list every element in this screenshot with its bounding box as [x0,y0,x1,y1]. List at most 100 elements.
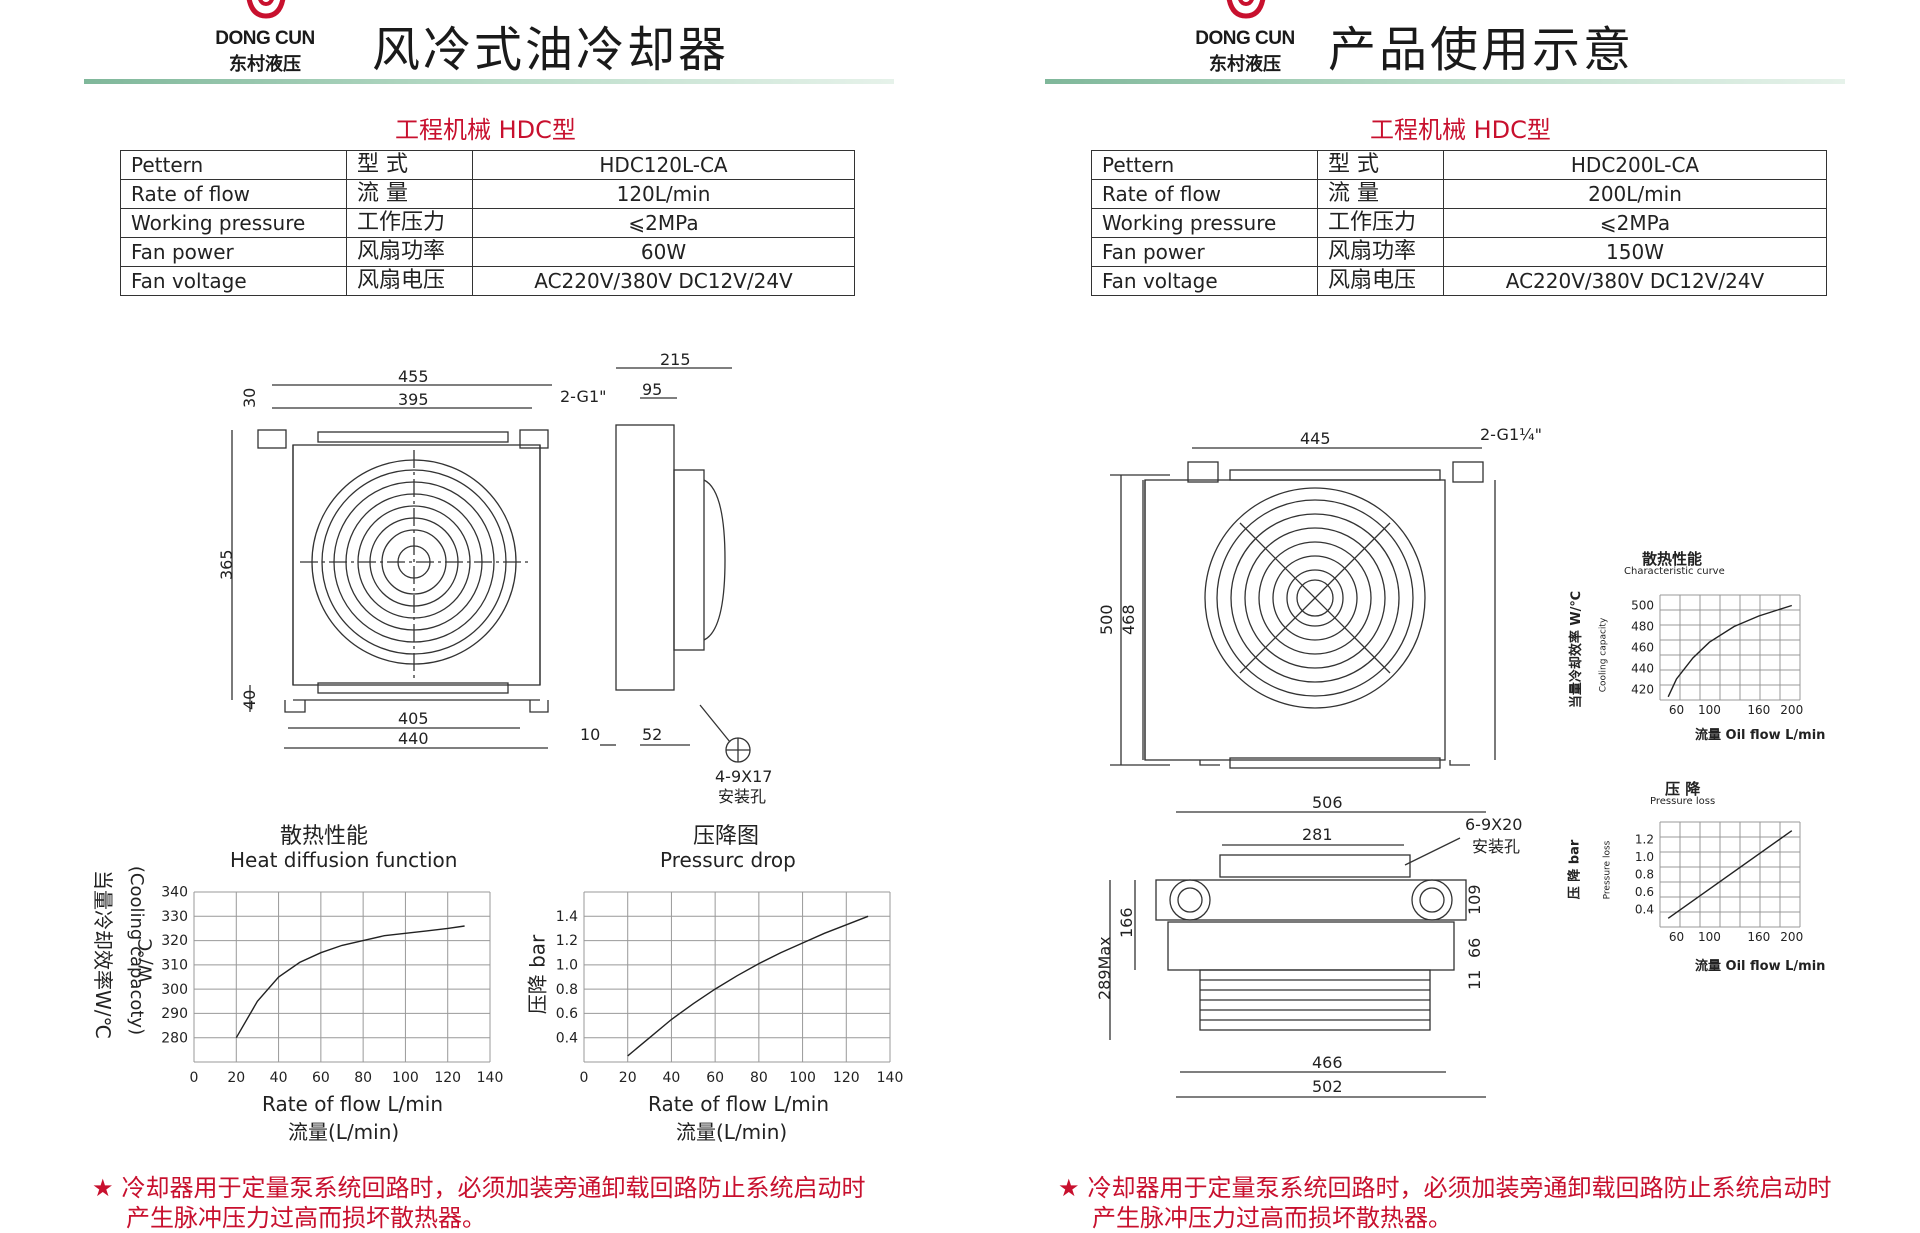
dim-52: 52 [642,725,662,744]
x-tick-label: 160 [1747,703,1770,717]
x-tick-label: 20 [227,1070,245,1086]
page-title: 风冷式油冷却器 [372,22,730,78]
company-logo: DONG CUN 东村液压 [1190,0,1300,75]
y-tick-label: 0.8 [1635,868,1654,882]
chart-ylabel-en: Pressure loss [1602,840,1613,900]
chart-subtitle: Heat diffusion function [230,848,458,872]
dim-166: 166 [1117,907,1136,938]
x-tick-label: 120 [833,1070,860,1086]
spec-label-en: Rate of flow [120,179,347,209]
logo-mark-icon [1226,0,1266,19]
chart-ylabel: 压 降 bar [1567,839,1583,900]
logo-mark-icon [246,0,286,19]
warning-note-cont: 产生脉冲压力过高而损坏散热器。 [1092,1204,1452,1232]
y-tick-label: 300 [161,982,188,998]
chart-xlabel: Rate of flow L/min [648,1092,829,1116]
x-tick-label: 200 [1780,703,1803,717]
spec-value: AC220V/380V DC12V/24V [1443,266,1827,296]
x-tick-label: 60 [706,1070,724,1086]
chart-xlabel: 流量 Oil flow L/min [1695,959,1826,974]
warning-text: 冷却器用于定量泵系统回路时，必须加装旁通卸载回路防止系统启动时 [121,1174,866,1202]
spec-value: 150W [1443,237,1827,267]
x-tick-label: 140 [877,1070,904,1086]
dim-10: 10 [580,725,600,744]
chart-subtitle: Pressure loss [1650,796,1716,807]
x-tick-label: 80 [750,1070,768,1086]
spec-value: 60W [472,237,855,267]
spec-label-cn: 流 量 [346,179,473,209]
series-line [1667,830,1793,919]
y-tick-label: 280 [161,1030,188,1046]
dim-66: 66 [1465,938,1484,958]
spec-label-cn: 型 式 [1317,150,1444,180]
warning-note-cont: 产生脉冲压力过高而损坏散热器。 [126,1204,486,1232]
spec-label-en: Working pressure [1091,208,1318,238]
chart-title: 散热性能 [280,824,369,849]
dim-hole-cn: 安装孔 [1472,837,1520,856]
dim-109: 109 [1465,884,1484,915]
chart-ylabel: 当量冷却效率W/℃ [90,870,115,1039]
brand-name: DONG CUN [215,28,315,49]
dim-500: 500 [1097,604,1116,635]
warning-note: ★冷却器用于定量泵系统回路时，必须加装旁通卸载回路防止系统启动时 [1058,1168,1832,1203]
x-tick-label: 0 [580,1070,589,1086]
series-line [1667,604,1793,698]
dim-468: 468 [1119,604,1138,635]
spec-value: HDC120L-CA [472,150,855,180]
spec-label-cn: 风扇功率 [1317,237,1444,267]
dim-hole: 4-9X17 [715,767,772,786]
x-tick-label: 100 [1698,703,1721,717]
x-tick-label: 80 [354,1070,372,1086]
spec-label-en: Fan voltage [120,266,347,296]
spec-label-cn: 风扇电压 [1317,266,1444,296]
spec-label-en: Working pressure [120,208,347,238]
y-tick-label: 1.0 [1635,850,1654,864]
spec-value: ⩽2MPa [472,208,855,238]
spec-label-cn: 风扇功率 [346,237,473,267]
series-line [235,925,465,1039]
divider [1045,79,1845,84]
y-tick-label: 0.6 [556,1006,578,1022]
dim-95: 95 [642,380,662,399]
y-tick-label: 310 [161,958,188,974]
chart-subtitle: Characteristic curve [1624,566,1725,577]
y-tick-label: 460 [1631,641,1654,655]
warning-text: 冷却器用于定量泵系统回路时，必须加装旁通卸载回路防止系统启动时 [1087,1174,1832,1202]
spec-label-en: Rate of flow [1091,179,1318,209]
chart-xlabel: 流量 Oil flow L/min [1695,728,1826,743]
spec-value: AC220V/380V DC12V/24V [472,266,855,296]
spec-value: 120L/min [472,179,855,209]
chart-title: 散热性能 [1642,550,1703,568]
y-tick-label: 0.4 [556,1030,578,1046]
x-tick-label: 40 [663,1070,681,1086]
y-tick-label: 500 [1631,599,1654,613]
company-logo: DONG CUN 东村液压 [210,0,320,75]
y-tick-label: 0.4 [1635,903,1654,917]
spec-value: HDC200L-CA [1443,150,1827,180]
dim-hole: 6-9X20 [1465,815,1522,834]
x-tick-label: 160 [1747,930,1770,944]
chart-xlabel-cn: 流量(L/min) [676,1120,788,1144]
y-tick-label: 320 [161,933,188,949]
divider [84,79,894,84]
section-title: 工程机械 HDC型 [1370,116,1551,144]
x-tick-label: 100 [392,1070,419,1086]
spec-label-cn: 风扇电压 [346,266,473,296]
dim-11: 11 [1465,970,1484,990]
dim-289: 289Max [1095,936,1114,1000]
y-tick-label: 1.0 [556,958,578,974]
dim-30: 30 [240,388,259,408]
